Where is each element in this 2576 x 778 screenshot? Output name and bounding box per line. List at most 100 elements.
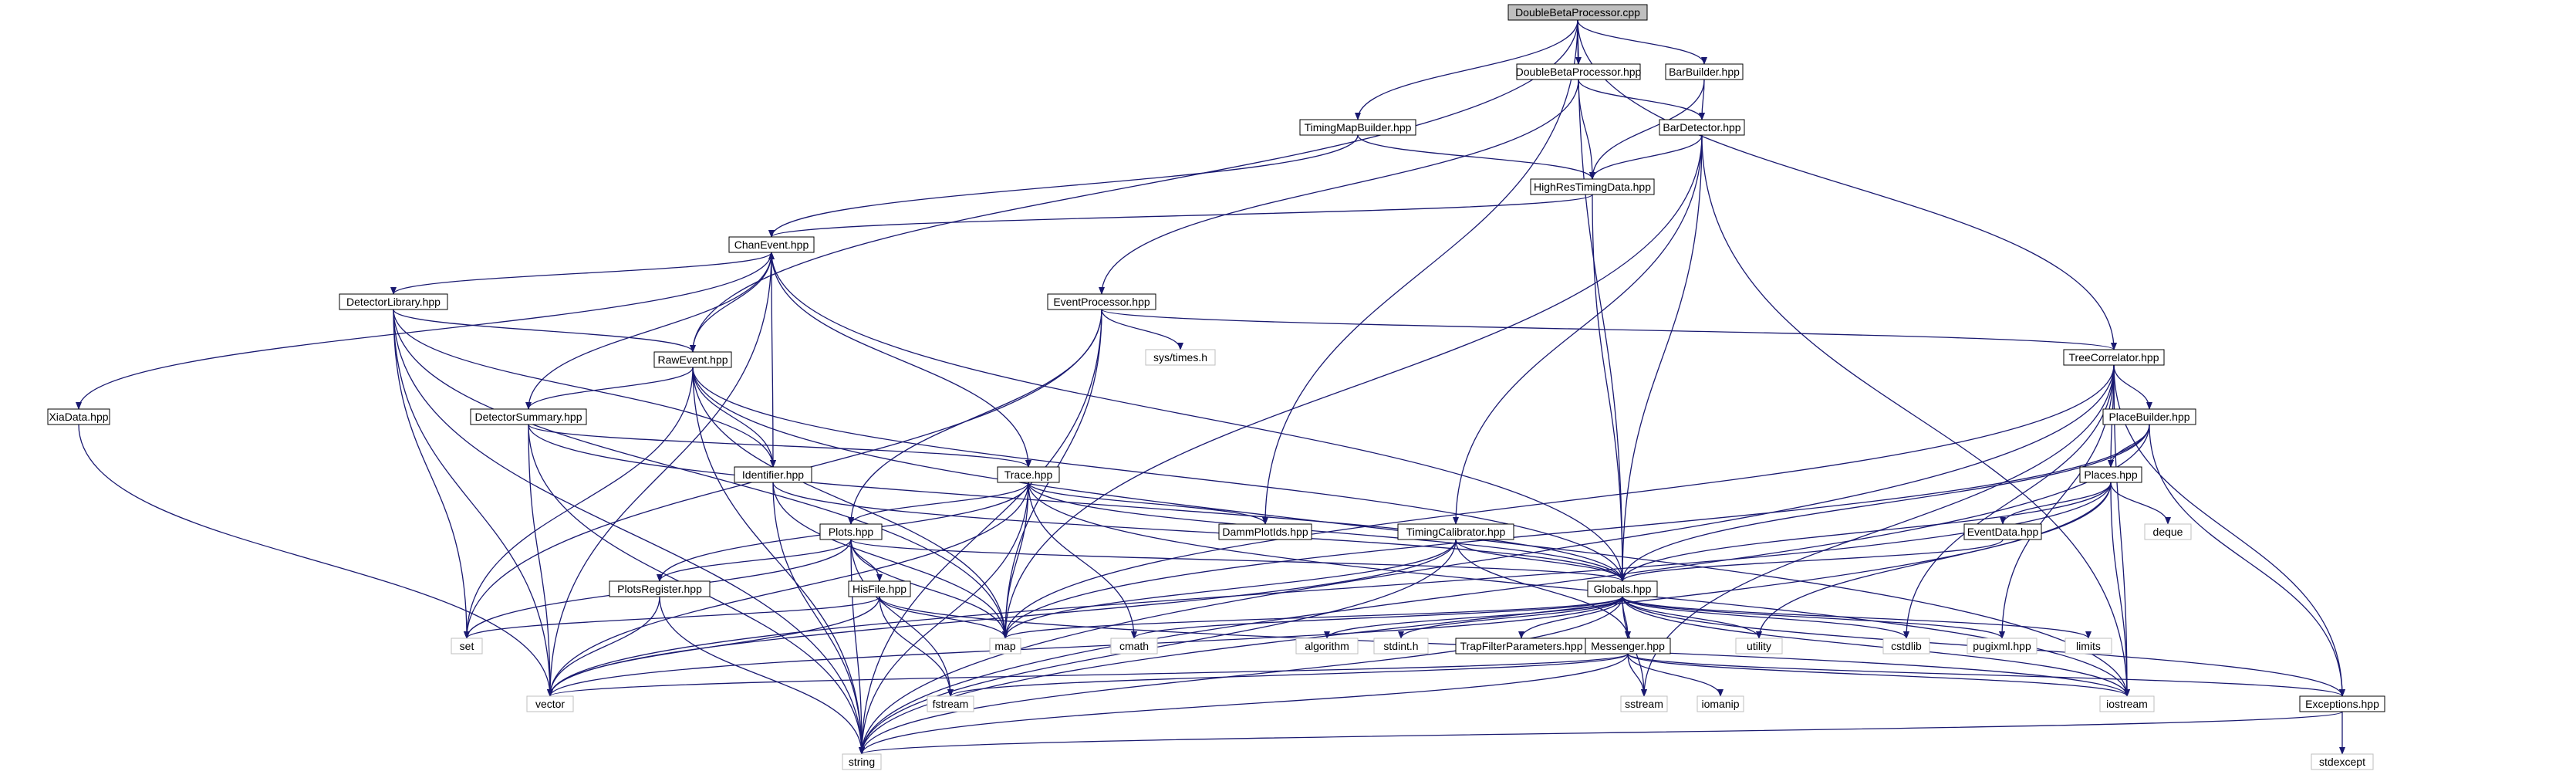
edge-trace-to-cmath [1028,482,1137,639]
edge-detsummary-to-trace [528,424,1031,468]
node-label-systimes: sys/times.h [1153,351,1207,364]
node-timingmap[interactable]: TimingMapBuilder.hpp [1299,119,1416,136]
edge-messenger-to-iomanip [1627,653,1724,697]
edge-chanevent-to-xiadata [76,252,772,410]
node-box-sstream [1620,695,1668,712]
node-box-detsummary [470,408,587,425]
node-xiadata[interactable]: XiaData.hpp [47,408,110,425]
edge-eventproc-to-string [859,309,1102,755]
edge-rawevent-to-globals [692,367,1626,582]
edge-chanevent-to-detlib [390,252,772,295]
edge-timingcal-to-string [859,539,1457,755]
edge-placebuilder-to-globals [1619,424,2150,582]
edge-rawevent-to-chanevent [692,252,775,353]
node-label-utility: utility [1747,640,1771,652]
node-label-barbuilder: BarBuilder.hpp [1669,66,1740,78]
node-map: map [989,638,1021,655]
node-chanevent[interactable]: ChanEvent.hpp [728,236,815,253]
edge-messenger-to-iostream [1627,653,2130,697]
node-limits: limits [2065,638,2112,655]
node-box-iomanip [1697,695,1744,712]
edge-rawevent-to-map [692,367,1008,639]
node-globals[interactable]: Globals.hpp [1587,580,1658,597]
node-barbuilder[interactable]: BarBuilder.hpp [1665,63,1744,80]
edge-root-to-barbuilder [1577,19,1707,65]
node-detsummary[interactable]: DetectorSummary.hpp [470,408,587,425]
node-exceptions[interactable]: Exceptions.hpp [2299,695,2385,712]
node-eventproc[interactable]: EventProcessor.hpp [1047,293,1156,310]
edge-placebuilder-to-places [2108,424,2150,468]
node-trace[interactable]: Trace.hpp [997,466,1060,483]
node-vector: vector [526,695,574,712]
node-stdint: stdint.h [1373,638,1429,655]
node-label-identifier: Identifier.hpp [742,468,804,481]
node-rawevent[interactable]: RawEvent.hpp [653,351,732,368]
node-places[interactable]: Places.hpp [2079,466,2142,483]
node-plotsreg[interactable]: PlotsRegister.hpp [609,580,711,597]
edge-timingmap-to-hires [1357,134,1595,180]
edge-hisfile-to-set [464,596,880,639]
node-hisfile[interactable]: HisFile.hpp [848,580,911,597]
edge-root-to-timingmap [1355,19,1578,120]
edge-plots-to-string [850,539,865,755]
edge-chanevent-to-globals [771,252,1626,582]
edge-detlib-to-vector [393,309,553,697]
node-trapfilter[interactable]: TrapFilterParameters.hpp [1455,638,1588,655]
node-box-chanevent [728,236,815,253]
edge-dbp_hpp-to-bardetector [1578,79,1705,120]
node-box-placebuilder [2102,408,2196,425]
node-box-stdint [1373,638,1429,655]
edge-globals-to-cmath [1131,596,1623,639]
node-eventdata[interactable]: EventData.hpp [1963,523,2042,540]
node-dbp_hpp[interactable]: DoubleBetaProcessor.hpp [1516,63,1642,80]
node-box-deque [2144,523,2192,540]
edge-globals-to-map [1002,596,1623,639]
node-messenger[interactable]: Messenger.hpp [1585,638,1671,655]
edge-globals-to-algorithm [1324,596,1623,639]
node-placebuilder[interactable]: PlaceBuilder.hpp [2102,408,2196,425]
node-box-algorithm [1295,638,1359,655]
node-box-hisfile [848,580,911,597]
node-box-cmath [1110,638,1158,655]
edge-eventproc-to-plots [848,309,1102,525]
edge-globals-to-trapfilter [1518,596,1623,639]
edge-root-to-treecorr [1577,19,2117,350]
node-box-limits [2065,638,2112,655]
node-bardetector[interactable]: BarDetector.hpp [1659,119,1745,136]
edge-hisfile-to-vector [547,596,880,697]
node-treecorr[interactable]: TreeCorrelator.hpp [2063,349,2165,366]
node-label-trace: Trace.hpp [1004,468,1053,481]
node-label-timingcal: TimingCalibrator.hpp [1406,526,1506,538]
node-detlib[interactable]: DetectorLibrary.hpp [339,293,448,310]
node-label-detlib: DetectorLibrary.hpp [346,296,441,308]
edge-messenger-to-string [859,653,1629,755]
edge-plots-to-plotsreg [657,539,852,582]
node-hires[interactable]: HighResTimingData.hpp [1530,178,1655,195]
node-box-cstdlib [1882,638,1930,655]
node-algorithm: algorithm [1295,638,1359,655]
edge-exceptions-to-string [859,711,2343,755]
node-plots[interactable]: Plots.hpp [819,523,883,540]
node-timingcal[interactable]: TimingCalibrator.hpp [1397,523,1514,540]
edge-timingmap-to-chanevent [768,134,1359,238]
edge-chanevent-to-vector [547,252,772,697]
node-box-fstream [927,695,974,712]
edge-rawevent-to-detsummary [525,367,694,410]
edge-globals-to-iostream [1622,596,2130,697]
node-label-vector: vector [535,698,565,710]
node-string: string [842,753,882,770]
edge-eventproc-to-treecorr [1101,309,2117,350]
node-dammplotids[interactable]: DammPlotIds.hpp [1218,523,1312,540]
edge-placebuilder-to-string [859,424,2150,755]
edge-timingcal-to-map [1002,539,1457,639]
node-label-stdint: stdint.h [1383,640,1418,652]
edge-detlib-to-string [393,309,865,755]
edge-treecorr-to-exceptions [2113,364,2345,697]
node-label-dammplotids: DammPlotIds.hpp [1222,526,1308,538]
node-box-hires [1530,178,1655,195]
node-box-trace [997,466,1060,483]
edge-plots-to-fstream [850,539,954,697]
node-label-string: string [849,756,875,768]
node-identifier[interactable]: Identifier.hpp [734,466,812,483]
edge-detsummary-to-vector [528,424,553,697]
